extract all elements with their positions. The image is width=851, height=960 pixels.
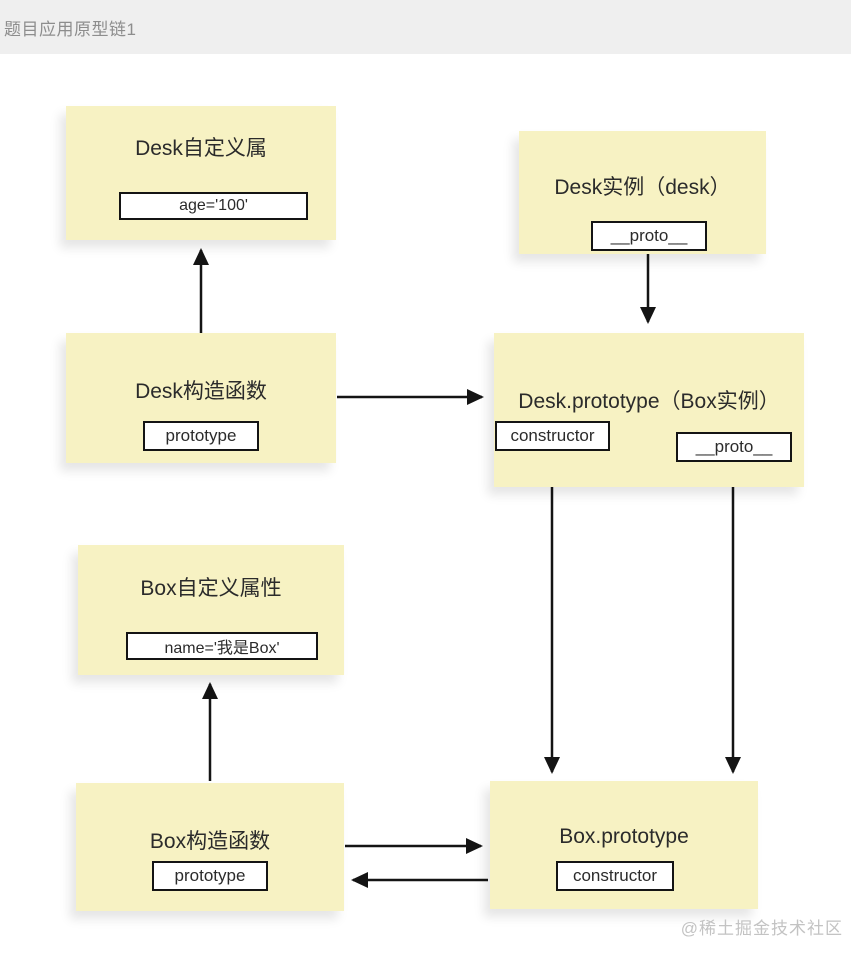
title-bar: 题目应用原型链1 <box>0 0 851 54</box>
page-title: 题目应用原型链1 <box>4 19 137 39</box>
node-title: Desk构造函数 <box>135 380 267 403</box>
node-title: Desk实例（desk） <box>554 176 731 199</box>
field-constructor: constructor <box>556 861 674 891</box>
node-box-constructor: Box构造函数 prototype <box>76 783 344 911</box>
field-constructor: constructor <box>495 421 610 451</box>
field-age: age='100' <box>119 192 308 220</box>
field-name: name='我是Box' <box>126 632 318 660</box>
node-desk-constructor: Desk构造函数 prototype <box>66 333 336 463</box>
node-desk-custom-props: Desk自定义属 age='100' <box>66 106 336 240</box>
field-proto: __proto__ <box>676 432 792 462</box>
field-prototype: prototype <box>152 861 268 891</box>
node-desk-prototype: Desk.prototype（Box实例） constructor __prot… <box>494 333 804 487</box>
field-prototype: prototype <box>143 421 259 451</box>
node-box-custom-props: Box自定义属性 name='我是Box' <box>78 545 344 675</box>
node-title: Desk自定义属 <box>135 137 267 160</box>
node-title: Box.prototype <box>559 825 689 848</box>
node-title: Box构造函数 <box>149 830 271 853</box>
node-title: Box自定义属性 <box>140 577 282 600</box>
node-title: Desk.prototype（Box实例） <box>518 390 780 413</box>
node-desk-instance: Desk实例（desk） __proto__ <box>519 131 766 254</box>
watermark: @稀土掘金技术社区 <box>680 919 843 938</box>
field-proto: __proto__ <box>591 221 707 251</box>
node-box-prototype: Box.prototype constructor <box>490 781 758 909</box>
